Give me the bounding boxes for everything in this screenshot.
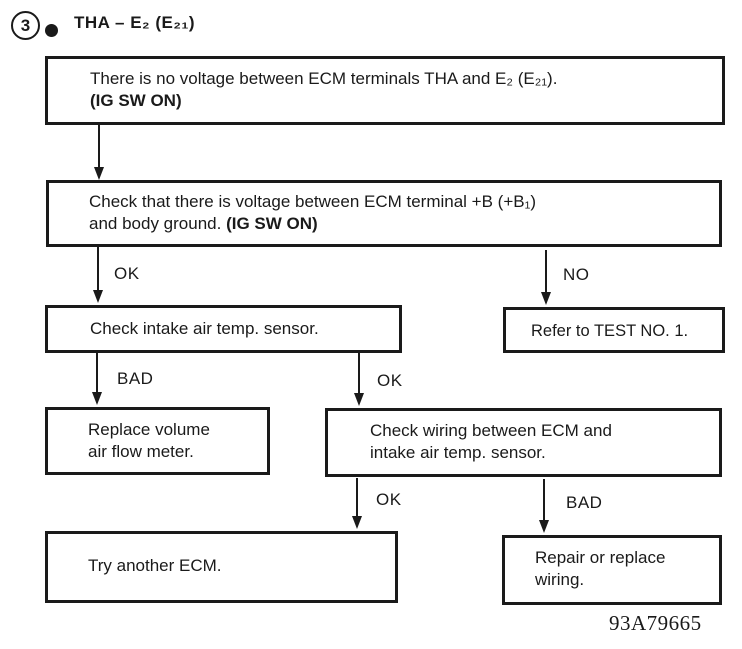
flow-box-check-wiring-line1: Check wiring between ECM and bbox=[370, 421, 612, 440]
ig-sw-on-bold: (IG SW ON) bbox=[226, 214, 318, 233]
connector-sensor-ok bbox=[358, 353, 360, 394]
flow-box-try-ecm-text: Try another ECM. bbox=[88, 556, 222, 575]
branch-label-sensor-ok: OK bbox=[377, 371, 403, 390]
flow-box-refer-test-text: Refer to TEST NO. 1. bbox=[531, 322, 689, 340]
branch-label-sensor-bad: BAD bbox=[117, 369, 154, 388]
flow-box-replace-meter: Replace volume air flow meter. bbox=[45, 407, 270, 475]
connector-wiring-bad bbox=[543, 479, 545, 521]
flow-box-repair-wiring-line1: Repair or replace bbox=[535, 548, 666, 567]
flow-box-check-voltage-line2: and body ground. (IG SW ON) bbox=[89, 214, 318, 233]
figure-code: 93A79665 bbox=[609, 611, 702, 635]
flow-box-repair-wiring-line2: wiring. bbox=[535, 570, 585, 589]
flow-box-try-ecm: Try another ECM. bbox=[45, 531, 398, 603]
step-number: 3 bbox=[20, 15, 31, 35]
connector-wiring-ok bbox=[356, 478, 358, 517]
branch-label-voltage-ok: OK bbox=[114, 264, 140, 283]
connector-voltage-no bbox=[545, 250, 547, 293]
flow-box-check-voltage-line1: Check that there is voltage between ECM … bbox=[89, 192, 536, 211]
arrowhead-icon bbox=[93, 290, 103, 303]
arrowhead-icon bbox=[354, 393, 364, 406]
flow-box-replace-meter-line1: Replace volume bbox=[88, 420, 210, 439]
flow-box-check-voltage: Check that there is voltage between ECM … bbox=[46, 180, 722, 247]
flow-box-check-wiring: Check wiring between ECM and intake air … bbox=[325, 408, 722, 477]
arrowhead-icon bbox=[92, 392, 102, 405]
connector-sensor-bad bbox=[96, 353, 98, 393]
flow-box-start-line1: There is no voltage between ECM terminal… bbox=[90, 69, 558, 88]
step-number-circle: 3 bbox=[11, 11, 40, 40]
flow-box-repair-wiring: Repair or replace wiring. bbox=[502, 535, 722, 605]
flow-box-start: There is no voltage between ECM terminal… bbox=[45, 56, 725, 125]
arrowhead-icon bbox=[94, 167, 104, 180]
arrowhead-icon bbox=[541, 292, 551, 305]
flow-box-refer-test: Refer to TEST NO. 1. bbox=[503, 307, 725, 353]
bullet-dot-icon bbox=[45, 24, 58, 37]
arrowhead-icon bbox=[352, 516, 362, 529]
connector-voltage-ok bbox=[97, 247, 99, 291]
branch-label-voltage-no: NO bbox=[563, 265, 590, 284]
connector-start-to-check-voltage bbox=[98, 125, 100, 170]
flow-box-replace-meter-line2: air flow meter. bbox=[88, 442, 194, 461]
flow-box-check-sensor-text: Check intake air temp. sensor. bbox=[90, 319, 319, 338]
flow-box-check-wiring-line2: intake air temp. sensor. bbox=[370, 443, 546, 462]
flow-box-check-sensor: Check intake air temp. sensor. bbox=[45, 305, 402, 353]
flow-box-start-line2: (IG SW ON) bbox=[90, 91, 182, 110]
page-title: THA – E₂ (E₂₁) bbox=[74, 13, 196, 32]
branch-label-wiring-ok: OK bbox=[376, 490, 402, 509]
branch-label-wiring-bad: BAD bbox=[566, 493, 603, 512]
arrowhead-icon bbox=[539, 520, 549, 533]
